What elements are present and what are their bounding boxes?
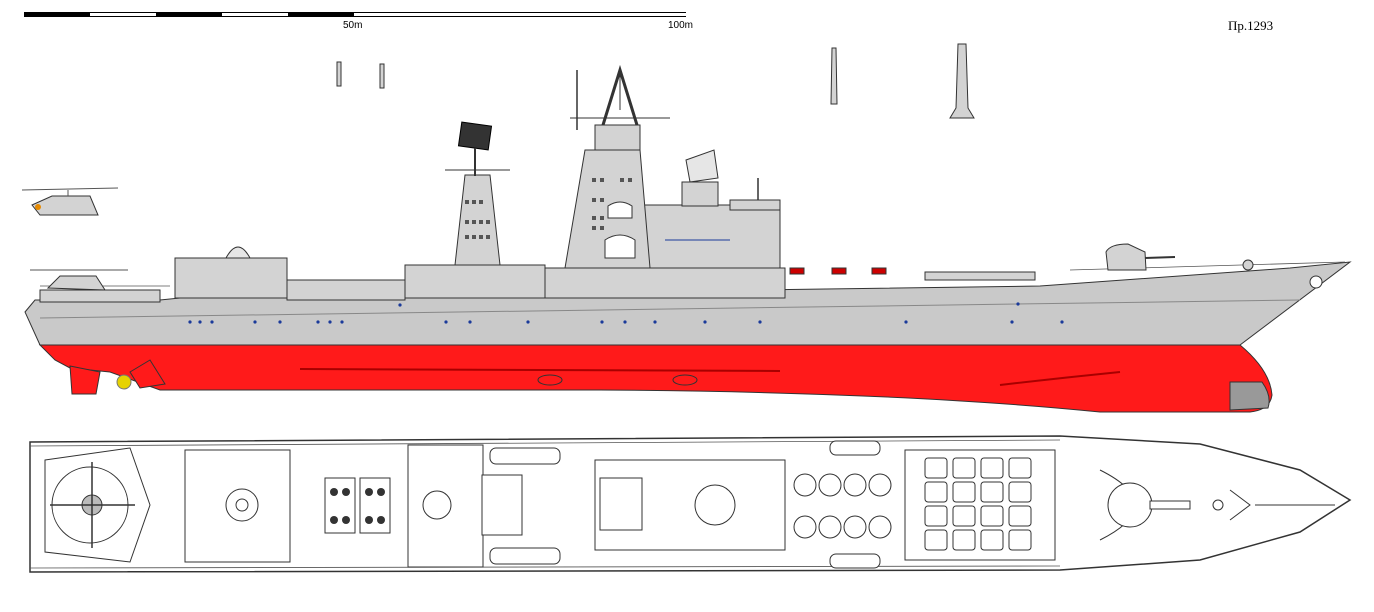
bow-breakwater [1229, 489, 1251, 521]
project-label: Пр.1293 [1228, 18, 1274, 33]
rudder [69, 365, 101, 395]
forward-radar-topview [694, 484, 736, 526]
aft-launcher-cells [324, 477, 391, 534]
anchor-hawse-icon [1309, 275, 1323, 289]
aft-radar-icon [457, 121, 493, 151]
scale-bar-segment [288, 12, 354, 17]
deck-edge [29, 565, 1061, 569]
forward-gun-turret [1105, 243, 1147, 271]
sonar-fairing [537, 374, 563, 386]
forward-gun-barrel-topview [1149, 500, 1191, 510]
portholes [188, 302, 1064, 324]
aft-mast-windows [465, 200, 490, 239]
aft-mast-topview [481, 474, 523, 536]
side-profile [21, 43, 1352, 413]
ciws-topview-icon [1212, 499, 1224, 511]
main-superstructure [544, 267, 786, 299]
scale-bar-segment [354, 12, 686, 17]
hull-lower [38, 344, 1273, 413]
aft-hangar [174, 257, 288, 299]
scale-bar-segment [222, 12, 288, 17]
scale-bar-segment [24, 12, 90, 17]
scale-label-50m: 50m [343, 20, 363, 31]
sonar-fairing [672, 374, 698, 386]
propeller-icon [116, 374, 132, 390]
flying-helicopter-icon [21, 187, 119, 216]
aft-mast-tower [454, 174, 501, 266]
red-vls-hatch [871, 267, 887, 275]
skeg [129, 359, 166, 389]
missile-icons [336, 43, 975, 119]
forward-missile-launchers [924, 271, 1036, 281]
gun-barrel [1144, 256, 1176, 259]
radome-dome [225, 246, 251, 259]
bridge-arch [604, 234, 636, 259]
deck-helicopter-icon [30, 269, 128, 291]
helipad-deck [39, 289, 161, 303]
radar-pedestal [681, 181, 719, 207]
boot-topping-line [299, 368, 781, 372]
forward-gun-topview-icon [1107, 482, 1153, 528]
aft-deckhouse [286, 279, 406, 301]
red-vls-hatch [831, 267, 847, 275]
ciws-mount-icon [1242, 259, 1254, 271]
scale-bar-segment [90, 12, 156, 17]
boats [489, 440, 881, 569]
deck-edge [29, 439, 1061, 447]
main-tower-topview [599, 477, 643, 531]
main-tower-top [594, 124, 641, 151]
radome-center [235, 498, 249, 512]
bilge-keel [999, 371, 1121, 386]
forward-radar-icon [685, 149, 719, 183]
sam-launcher-cells [793, 473, 892, 539]
bridge-arch [607, 201, 633, 219]
scale-label-100m: 100m [668, 20, 694, 31]
bow-sonar-dome [1229, 381, 1270, 411]
scale-bar-segment [156, 12, 222, 17]
midship-superstructure [404, 264, 546, 299]
deck-edge-line [39, 299, 1301, 319]
vls-cells [924, 457, 1032, 551]
director-topview [422, 490, 452, 520]
deck-plan [29, 435, 1352, 573]
fire-control-deckhouse [729, 199, 781, 211]
forward-deckhouse [639, 204, 781, 269]
red-vls-hatch [789, 267, 805, 275]
scale-bar [24, 12, 686, 18]
main-tower-windows [592, 178, 632, 230]
